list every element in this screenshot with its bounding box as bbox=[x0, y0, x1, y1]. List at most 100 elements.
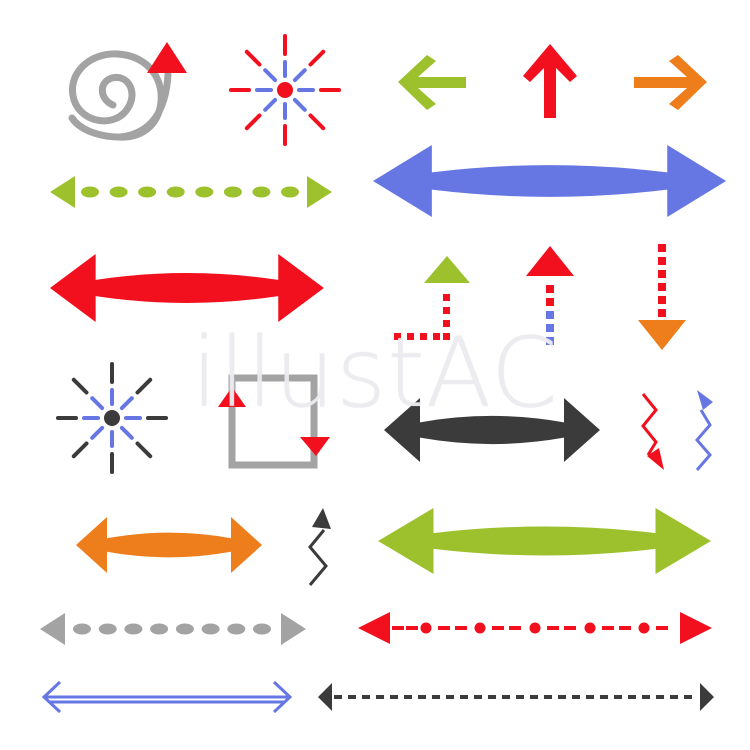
dash-mark bbox=[334, 695, 342, 699]
dotted-corner-arrow-icon bbox=[394, 256, 470, 340]
dot-mark bbox=[81, 186, 99, 198]
dash-mark bbox=[392, 626, 404, 630]
starburst-ray-inner bbox=[292, 97, 307, 112]
dot-mark bbox=[443, 307, 450, 314]
dash-mark bbox=[564, 626, 576, 630]
starburst-ray-inner bbox=[119, 396, 134, 411]
dash-mark bbox=[362, 695, 370, 699]
starburst-ray-inner bbox=[90, 425, 105, 440]
zigzag-arrow-icon bbox=[308, 508, 331, 586]
dot-mark bbox=[546, 337, 554, 345]
dot-mark bbox=[223, 186, 242, 198]
dot-mark bbox=[201, 623, 220, 635]
starburst-icon bbox=[229, 34, 341, 146]
right-arrow-icon bbox=[634, 55, 707, 110]
dash-mark bbox=[572, 695, 580, 699]
starburst-ray-inner bbox=[263, 97, 278, 112]
dash-mark bbox=[418, 695, 426, 699]
dash-mark bbox=[516, 695, 524, 699]
dash-mark bbox=[586, 695, 594, 699]
dash-mark bbox=[376, 695, 384, 699]
curved-double-arrow-icon bbox=[373, 145, 727, 217]
dotted-down-arrow-icon bbox=[638, 244, 686, 350]
dotted-double-arrow-icon bbox=[40, 613, 306, 645]
dot-mark bbox=[166, 186, 185, 198]
dot-mark bbox=[124, 623, 143, 635]
dash-mark bbox=[488, 695, 496, 699]
starburst-ray-outer bbox=[135, 441, 153, 459]
zigzag-arrow-icon bbox=[641, 393, 664, 470]
starburst-center bbox=[104, 410, 120, 426]
dash-mark bbox=[684, 695, 692, 699]
starburst-ray-outer bbox=[135, 377, 153, 395]
dash-mark bbox=[530, 695, 538, 699]
dot-mark bbox=[546, 324, 554, 332]
dash-mark bbox=[474, 695, 482, 699]
dot-mark bbox=[195, 186, 214, 198]
dot-mark bbox=[407, 333, 414, 340]
spiral-arrow-icon bbox=[68, 42, 187, 141]
dashed-double-arrow-icon bbox=[318, 683, 714, 711]
dot-mark bbox=[443, 320, 450, 327]
dot-mark bbox=[98, 623, 117, 635]
dash-mark bbox=[642, 695, 650, 699]
starburst-ray-outer bbox=[308, 113, 326, 131]
dot-mark bbox=[253, 623, 271, 635]
dotted-double-arrow-icon bbox=[50, 176, 332, 208]
dot-mark bbox=[546, 311, 554, 319]
dot-mark bbox=[658, 283, 666, 291]
dash-mark bbox=[670, 695, 678, 699]
dot-mark bbox=[658, 244, 666, 252]
dot-mark bbox=[138, 186, 157, 198]
dot-mark bbox=[433, 333, 440, 340]
dash-mark bbox=[502, 695, 510, 699]
dash-mark bbox=[406, 626, 418, 630]
dash-mark bbox=[656, 626, 668, 630]
dot-mark bbox=[443, 294, 450, 301]
dot-mark bbox=[109, 186, 128, 198]
dot-mark bbox=[658, 309, 666, 317]
dot-mark bbox=[584, 622, 596, 634]
starburst-ray-outer bbox=[308, 49, 326, 67]
dot-mark bbox=[73, 623, 91, 635]
dash-mark bbox=[455, 626, 467, 630]
curved-double-arrow-icon bbox=[378, 508, 711, 574]
dash-mark bbox=[619, 626, 631, 630]
curved-double-arrow-icon bbox=[76, 517, 262, 573]
dot-mark bbox=[474, 622, 486, 634]
starburst-ray-outer bbox=[244, 49, 262, 67]
dash-mark bbox=[614, 695, 622, 699]
dash-mark bbox=[628, 695, 636, 699]
dot-mark bbox=[150, 623, 169, 635]
dash-mark bbox=[404, 695, 412, 699]
curved-double-arrow-icon bbox=[50, 254, 324, 322]
outline-double-arrow-icon bbox=[41, 680, 293, 714]
dotted-up-arrow-icon bbox=[526, 246, 574, 345]
starburst-ray-outer bbox=[71, 377, 89, 395]
curved-double-arrow-icon bbox=[384, 398, 600, 462]
dash-mark bbox=[600, 695, 608, 699]
dash-mark bbox=[390, 695, 398, 699]
dot-mark bbox=[529, 622, 541, 634]
dash-mark bbox=[509, 626, 521, 630]
dash-mark bbox=[656, 695, 664, 699]
dot-mark bbox=[658, 296, 666, 304]
dot-mark bbox=[638, 622, 650, 634]
dash-mark bbox=[558, 695, 566, 699]
dot-mark bbox=[252, 186, 271, 198]
dash-mark bbox=[446, 695, 454, 699]
dot-mark bbox=[658, 257, 666, 265]
dot-mark bbox=[281, 186, 299, 198]
dot-mark bbox=[175, 623, 194, 635]
starburst-center bbox=[277, 82, 293, 98]
dot-mark bbox=[420, 333, 427, 340]
starburst-ray-inner bbox=[263, 68, 278, 83]
dot-mark bbox=[443, 333, 450, 340]
dot-mark bbox=[227, 623, 246, 635]
dot-mark bbox=[420, 622, 432, 634]
dash-mark bbox=[602, 626, 614, 630]
starburst-ray-inner bbox=[119, 425, 134, 440]
starburst-icon bbox=[56, 362, 168, 474]
starburst-ray-outer bbox=[244, 113, 262, 131]
